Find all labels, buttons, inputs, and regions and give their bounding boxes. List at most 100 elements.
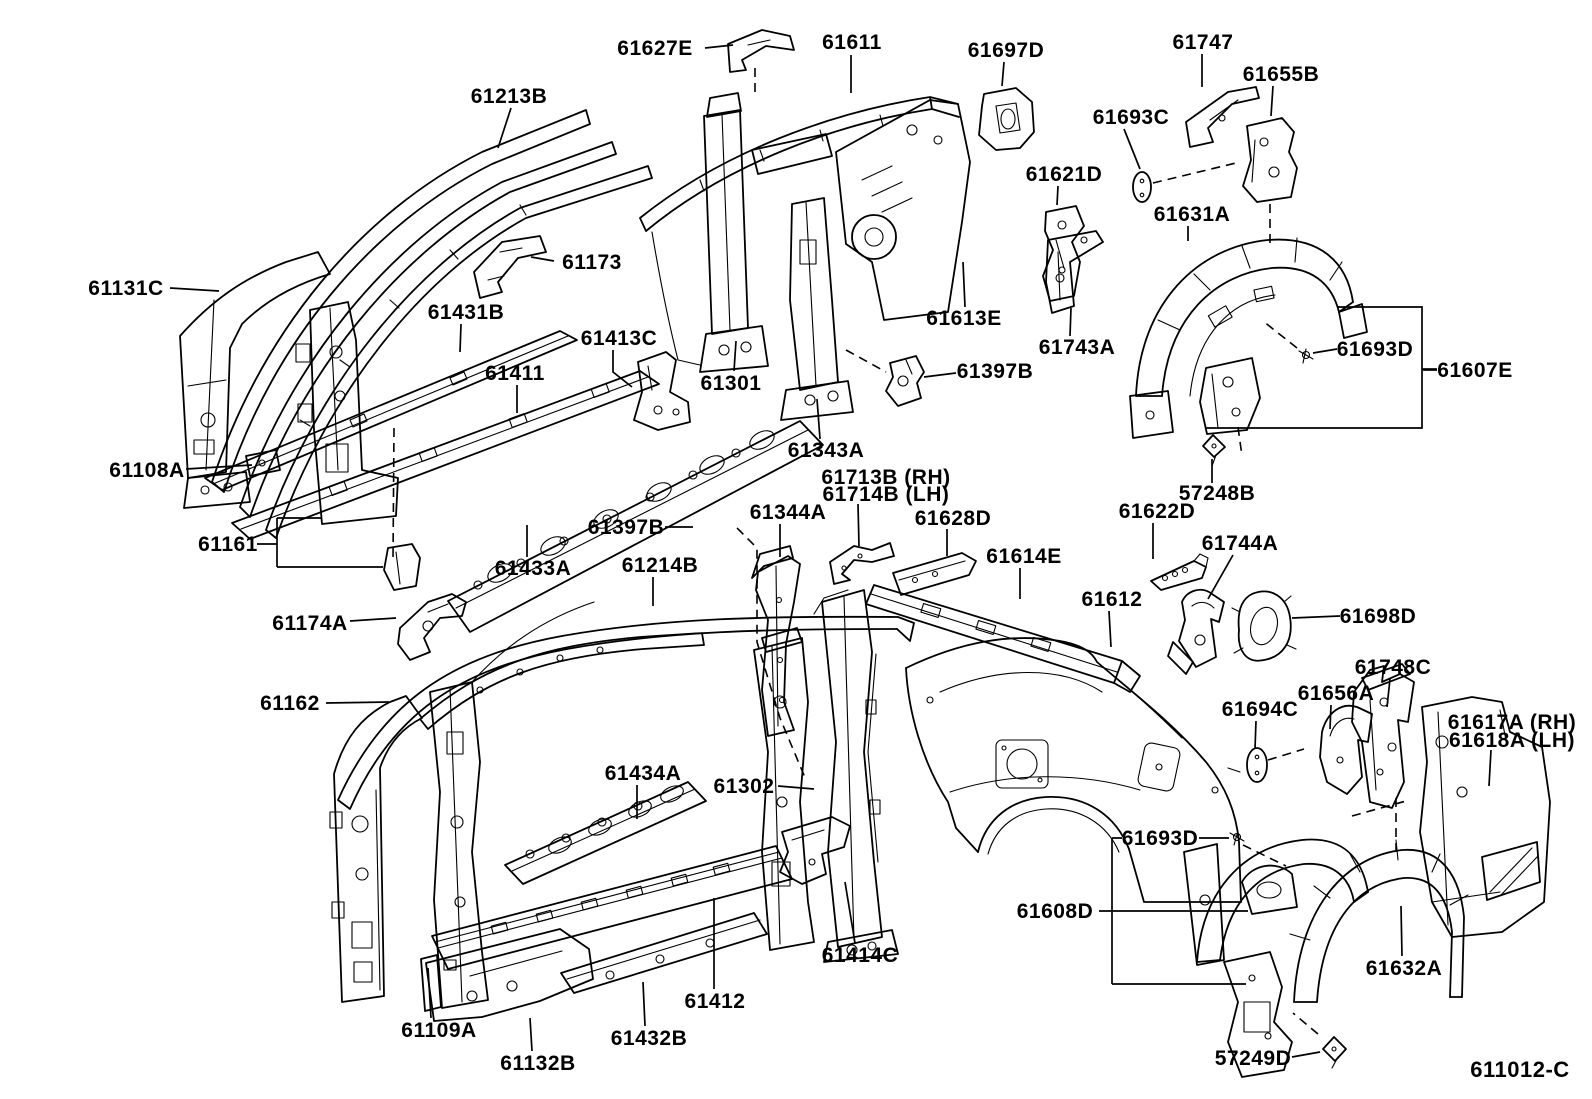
part-label-61747: 61747 [1173, 31, 1234, 54]
part-label-61614E: 61614E [986, 545, 1061, 568]
part-label-61618A-LH-: 61618A (LH) [1449, 729, 1575, 752]
leader-61162 [325, 701, 390, 704]
screw-61693D-lower [1229, 830, 1245, 846]
bracket-61621D [1042, 205, 1085, 302]
leader-61431B [459, 323, 462, 353]
clip-57249D [1322, 1036, 1347, 1069]
dashed-connector-4 [1262, 320, 1298, 349]
part-label-61434A: 61434A [605, 762, 682, 785]
rail-61628D [892, 552, 977, 596]
dashed-connector-6 [392, 427, 395, 561]
part-label-61621D: 61621D [1026, 163, 1103, 186]
rocker-end-bracket-61413C [633, 351, 691, 431]
leader-61213B [497, 107, 512, 149]
bracket-61655B [1242, 117, 1298, 203]
part-label-61713B-RH-: 61713B (RH) [821, 466, 950, 489]
dashed-connector-7 [736, 527, 807, 781]
leader-57249D [1291, 1051, 1321, 1058]
leader-61698D [1291, 615, 1341, 619]
group-box-61607E [1205, 306, 1437, 429]
leader-61302 [777, 785, 815, 790]
leader-61413C [612, 350, 633, 388]
clip-61694C [1246, 747, 1268, 783]
side-inner-assembly-61611 [639, 92, 971, 421]
part-label-61628D: 61628D [915, 507, 992, 530]
dashed-connector-9 [1267, 748, 1305, 761]
part-label-57248B: 57248B [1179, 482, 1256, 505]
gusset-61173 [473, 235, 547, 299]
rocker-outer-61412 [431, 845, 793, 970]
dashed-connector-layer [392, 68, 1407, 1035]
part-label-61744A: 61744A [1202, 532, 1279, 555]
part-label-61748C: 61748C [1355, 656, 1432, 679]
rocker-rail-inner-61411 [231, 370, 660, 540]
leader-61693C [1123, 128, 1141, 170]
leader-61131C [169, 287, 220, 292]
bracket-61744A [1167, 588, 1225, 675]
part-label-61743A: 61743A [1039, 336, 1116, 359]
dashed-connector-5 [1237, 426, 1243, 457]
belt-rail-61431B [204, 330, 578, 491]
dashed-connector-10 [1242, 844, 1287, 867]
part-label-61433A: 61433A [495, 557, 572, 580]
screw-61693D-upper [1298, 348, 1314, 364]
bracket-61697D [978, 87, 1035, 151]
part-label-61412: 61412 [685, 990, 746, 1013]
part-label-61413C: 61413C [581, 327, 658, 350]
rocker-reinforcement-61434A [504, 781, 707, 885]
bracket-61414C [779, 816, 851, 885]
part-label-61698D: 61698D [1340, 605, 1417, 628]
part-label-61213B: 61213B [471, 85, 548, 108]
part-label-61214B: 61214B [622, 554, 699, 577]
part-label-61693D: 61693D [1122, 827, 1199, 850]
clip-61397B-upper [885, 355, 925, 407]
part-label-61397B: 61397B [588, 516, 665, 539]
part-label-61694C: 61694C [1222, 698, 1299, 721]
part-label-61161: 61161 [198, 533, 258, 556]
roof-reinforcement-61627E [727, 29, 795, 73]
drawing-number: 611012-C [1470, 1057, 1569, 1082]
roof-side-rails-inner [211, 109, 653, 539]
leader-61655B [1270, 85, 1274, 117]
bracket-61747 [1185, 86, 1260, 148]
leader-61432B [642, 981, 646, 1027]
part-label-61302: 61302 [714, 775, 775, 798]
bracket-61743A [1045, 230, 1104, 314]
leader-61174A [349, 617, 397, 622]
dashed-connector-11 [1292, 1012, 1319, 1035]
part-label-61344A: 61344A [750, 501, 827, 524]
leader-61397B [923, 372, 957, 378]
part-label-61162: 61162 [260, 692, 320, 715]
part-label-61617A-RH-: 61617A (RH) [1448, 711, 1576, 734]
part-label-61131C: 61131C [88, 277, 163, 300]
leader-61693D [1111, 837, 1246, 985]
part-label-61607E: 61607E [1437, 359, 1512, 382]
leader-61697D [1001, 61, 1005, 87]
leader-61161 [257, 517, 383, 568]
part-label-61343A: 61343A [788, 439, 865, 462]
part-label-61693C: 61693C [1093, 106, 1170, 129]
dashed-connector-3 [845, 349, 887, 373]
part-label-61627E: 61627E [617, 37, 692, 60]
leader-61618A (LH) [1488, 749, 1492, 787]
part-label-61174A: 61174A [272, 612, 347, 635]
part-label-61622D: 61622D [1119, 500, 1196, 523]
leader-61612 [1108, 610, 1112, 648]
part-label-61612: 61612 [1082, 588, 1143, 611]
dashed-connector-12 [1351, 800, 1407, 817]
wheelhouse-rear-inner-61608D [1183, 838, 1369, 1078]
clip-61693C [1132, 171, 1152, 203]
part-label-61656A: 61656A [1298, 682, 1375, 705]
side-outer-panel-61162 [329, 627, 815, 1003]
leader-61743A [1069, 307, 1072, 337]
part-label-61108A: 61108A [109, 459, 184, 482]
part-label-61173: 61173 [562, 251, 622, 274]
sill-moulding-61432B [560, 912, 768, 994]
quarter-pillar-front-61344A [751, 545, 801, 737]
part-label-61655B: 61655B [1243, 63, 1320, 86]
leader-61301 [733, 340, 737, 372]
part-label-61693D: 61693D [1337, 338, 1414, 361]
